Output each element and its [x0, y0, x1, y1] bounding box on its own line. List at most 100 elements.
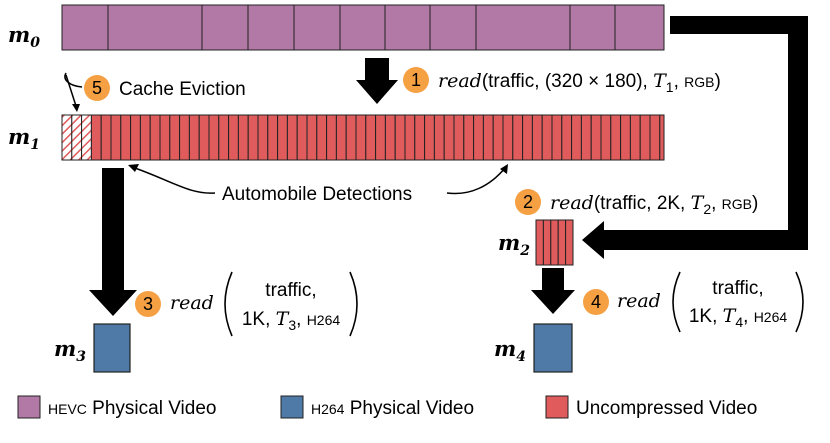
m1-frame [600, 114, 612, 161]
m1-frame [629, 114, 641, 161]
m1-frame [365, 114, 377, 161]
legend-hevc-label: HEVC Physical Video [48, 398, 216, 419]
legend-uncompressed-label: Uncompressed Video [576, 398, 757, 419]
m2-frame [542, 219, 552, 266]
step-3-line2: 1K, T3, H264 [242, 308, 341, 333]
svg-text:1: 1 [411, 70, 421, 90]
m1-frame [424, 114, 435, 161]
m0-segment [429, 4, 477, 51]
m4-h264-box [533, 323, 573, 373]
m1-frame [169, 114, 181, 161]
m1-frame [610, 114, 622, 161]
m0-segment [475, 4, 571, 51]
m1-frame [110, 114, 122, 161]
step-1-badge: 1 [403, 67, 429, 93]
m2-uncompressed-bar [535, 219, 574, 266]
m1-frame [473, 114, 484, 161]
step-1-call: read(traffic, (320 × 180), T1, RGB) [438, 70, 721, 95]
arrow-m1-to-m3 [89, 168, 137, 316]
m1-frame [120, 114, 132, 161]
m1-frame [394, 114, 406, 161]
m1-evicted-frame [61, 114, 73, 161]
step-4-line1: traffic, [712, 278, 763, 299]
m1-uncompressed-bar [61, 114, 665, 161]
m2-frame [557, 219, 567, 266]
m1-frame [286, 114, 298, 161]
m0-hevc-bar [61, 4, 665, 51]
m1-frame [541, 114, 553, 161]
svg-text:5: 5 [92, 78, 102, 98]
legend-uncompressed-swatch [545, 395, 569, 419]
cache-eviction-label: Cache Eviction [119, 79, 246, 100]
m1-frame [149, 114, 161, 161]
m1-frame [659, 114, 665, 161]
m2-frame [550, 219, 559, 266]
m1-frame [335, 114, 347, 161]
m0-segment [339, 4, 386, 51]
m1-frame [296, 114, 308, 161]
m0-segment [61, 4, 109, 51]
m1-frame [306, 114, 318, 161]
m1-frame [512, 114, 524, 161]
m1-frame [561, 114, 573, 161]
svg-text:3: 3 [143, 294, 153, 314]
m1-frame [433, 114, 445, 161]
arrow-m2-to-m4 [531, 268, 575, 314]
m1-frame [531, 114, 543, 161]
m1-frame [277, 114, 288, 161]
m1-frame [522, 114, 533, 161]
m1-frame [198, 114, 210, 161]
m1-frame [179, 114, 190, 161]
svg-text:2: 2 [523, 192, 533, 212]
m0-segment [384, 4, 431, 51]
legend-h264-swatch [280, 395, 304, 419]
m1-frame [188, 114, 200, 161]
step-2-call: read(traffic, 2K, T2, RGB) [550, 192, 758, 217]
legend-hevc-swatch [17, 395, 41, 419]
m1-frame [414, 114, 426, 161]
svg-text:4: 4 [591, 292, 601, 312]
m1-label: m1 [8, 124, 40, 153]
m1-frame [384, 114, 396, 161]
step-4-paren-open [672, 271, 681, 333]
step-4-badge: 4 [583, 289, 609, 315]
m2-frame [535, 219, 544, 266]
m1-frame [580, 114, 592, 161]
m1-frame [620, 114, 631, 161]
m0-segment [569, 4, 616, 51]
automobile-detections-label: Automobile Detections [222, 184, 412, 205]
m1-frame [443, 114, 455, 161]
m1-frame [130, 114, 141, 161]
m1-frame [139, 114, 151, 161]
m1-frame [502, 114, 514, 161]
m1-frame [247, 114, 259, 161]
step-3-paren-open [224, 271, 233, 337]
m0-segment [293, 4, 341, 51]
legend: HEVC Physical Video H264 Physical Video … [17, 395, 757, 419]
m4-label: m4 [494, 336, 526, 365]
m1-frame [218, 114, 230, 161]
m1-frame [257, 114, 269, 161]
step-3-paren-close [349, 271, 358, 337]
step-3-fn: read [170, 292, 214, 314]
m1-evicted-frame [71, 114, 83, 161]
m0-segment [107, 4, 203, 51]
m1-frame [267, 114, 279, 161]
m1-frame [404, 114, 416, 161]
m1-frame [90, 114, 102, 161]
step-2-badge: 2 [515, 189, 541, 215]
step-4-fn: read [617, 290, 661, 312]
step-4-paren-close [795, 271, 804, 333]
step-3-badge: 3 [135, 291, 161, 317]
m1-frame [482, 114, 494, 161]
m1-frame [492, 114, 504, 161]
m1-frame [639, 114, 651, 161]
step-3-line1: traffic, [265, 280, 316, 301]
m1-frame [375, 114, 386, 161]
m0-segment [201, 4, 249, 51]
m3-label: m3 [54, 336, 86, 365]
m1-frame [237, 114, 249, 161]
m1-evicted-frame [81, 114, 92, 161]
arrow-m0-to-m1 [356, 58, 398, 104]
